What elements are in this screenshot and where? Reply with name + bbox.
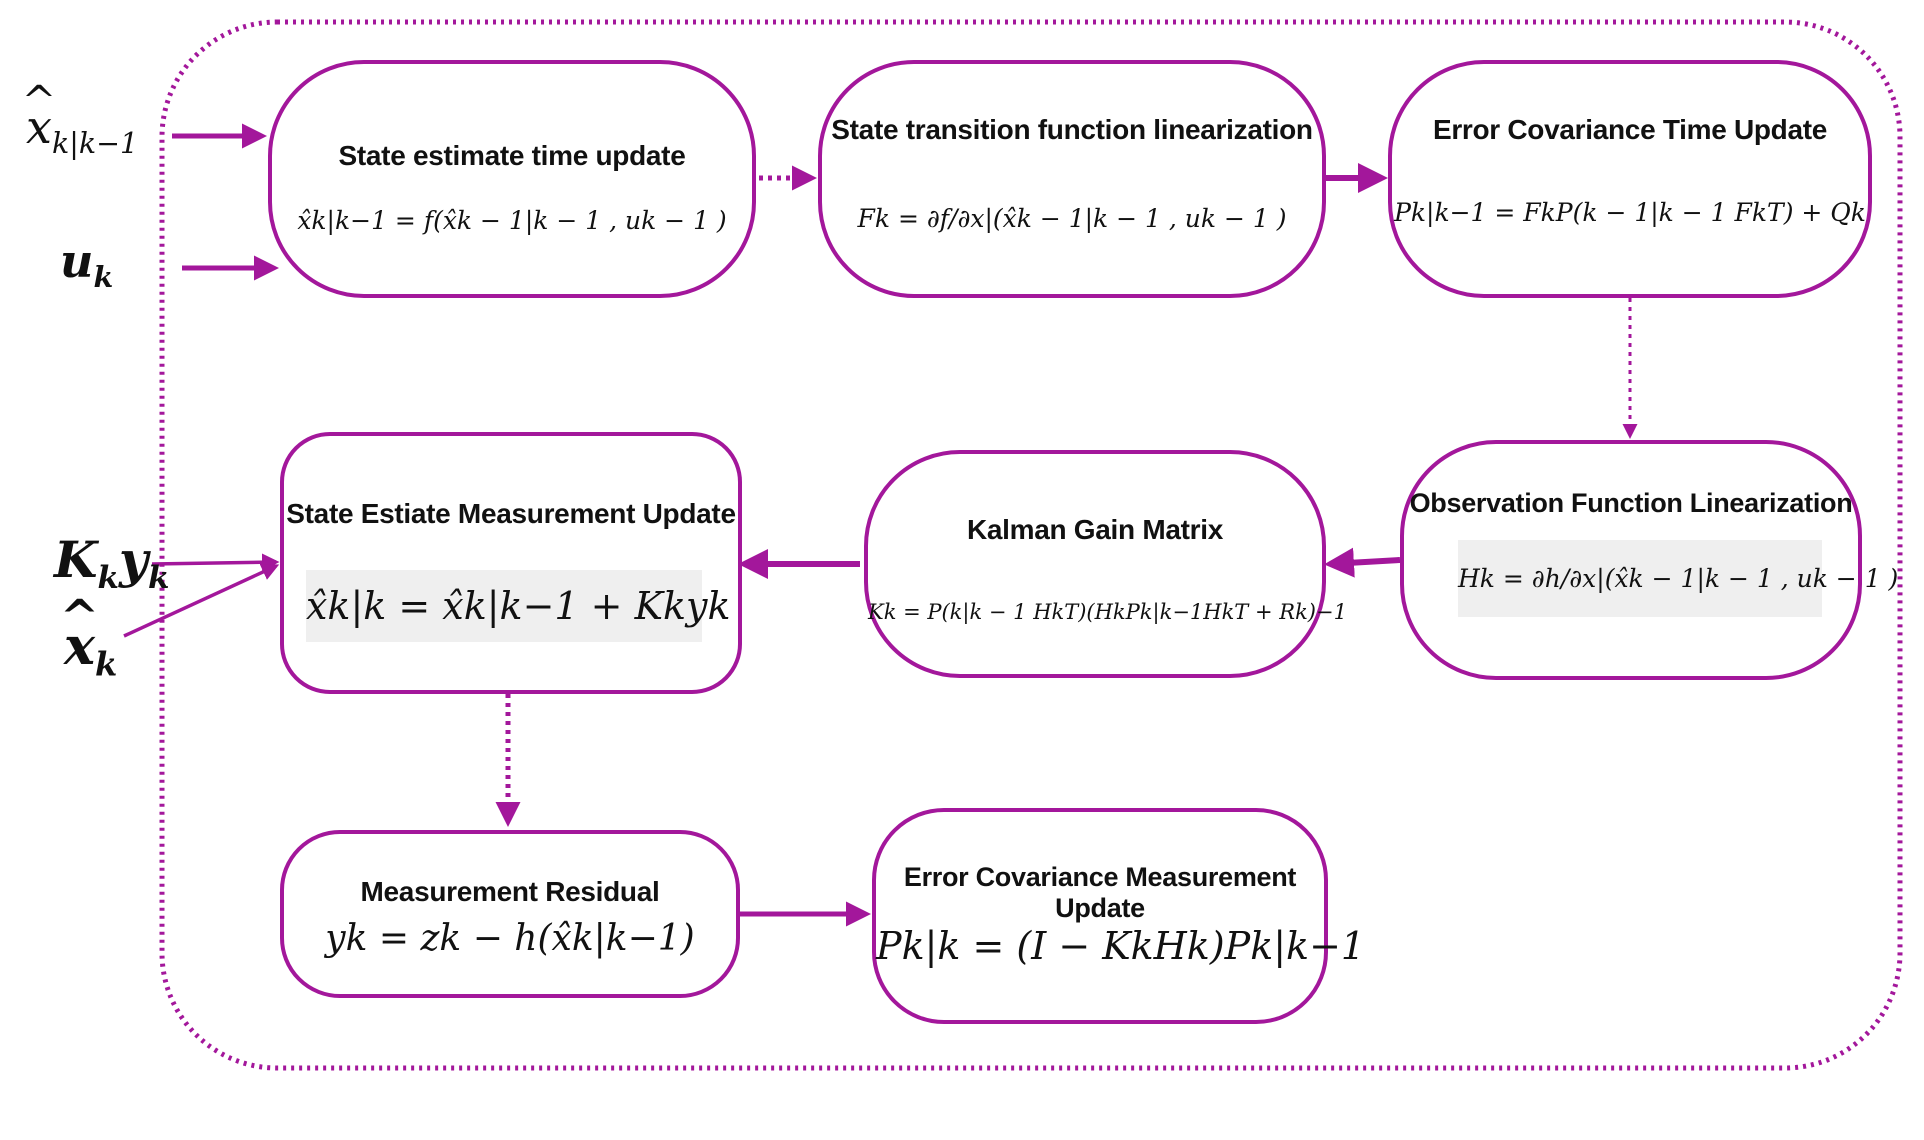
node-title: Kalman Gain Matrix [966, 514, 1223, 545]
node-formula: Pk|k−1 = FkP(k − 1|k − 1 FkT) + Qk [1394, 198, 1866, 227]
node-title: State estimate time update [338, 140, 686, 171]
node-state-transition-linearization: State transition function linearization … [818, 60, 1326, 298]
node-measurement-residual: Measurement Residual yk = zk − h(x̂k|k−1… [280, 830, 740, 998]
node-kalman-gain-matrix: Kalman Gain Matrix Kk = P(k|k − 1 HkT)(H… [864, 450, 1347, 678]
arrow-observation-to-kalman [1324, 547, 1401, 578]
node-error-covariance-measurement-update: Error Covariance Measurement Update Pk|k… [872, 808, 1366, 1024]
node-formula: Kk = P(k|k − 1 HkT)(HkPk|k−1HkT + Rk)−1 [868, 600, 1347, 624]
node-title: Error Covariance Measurement Update [903, 862, 1297, 923]
node-observation-function-linearization: Observation Function Linearization Hk = … [1400, 440, 1898, 680]
node-formula: yk = zk − h(x̂k|k−1) [325, 918, 695, 959]
node-error-covariance-time-update: Error Covariance Time Update Pk|k−1 = Fk… [1388, 60, 1872, 298]
node-title: Measurement Residual [360, 876, 660, 907]
arrow-xhat-to-state-update [123, 563, 280, 638]
node-title: Observation Function Linearization [1409, 488, 1853, 518]
node-formula: x̂k|k = x̂k|k−1 + Kkyk [306, 570, 731, 642]
node-formula: x̂k|k−1 = f(x̂k − 1|k − 1 , uk − 1 ) [297, 206, 727, 235]
input-x-prior: xk|k−1 [26, 100, 138, 160]
arrow-gain-residual-to-state-update [151, 553, 280, 571]
node-title: State transition function linearization [831, 114, 1313, 145]
node-formula: Fk = ∂f/∂x|(x̂k − 1|k − 1 , uk − 1 ) [857, 204, 1287, 233]
node-formula: Hk = ∂h/∂x|(x̂k − 1|k − 1 , uk − 1 ) [1458, 540, 1898, 617]
input-x-hat: xk [64, 616, 117, 683]
input-gain-residual: Kkyk [54, 530, 170, 596]
node-state-estimate-time-update: State estimate time update x̂k|k−1 = f(x… [268, 60, 756, 298]
node-formula: Pk|k = (I − KkHk)Pk|k−1 [876, 924, 1366, 968]
node-title: State Estiate Measurement Update [286, 498, 736, 529]
node-title: Error Covariance Time Update [1432, 114, 1828, 145]
outer-loop-boundary [159, 19, 1903, 1071]
input-u: uk [60, 234, 114, 295]
node-state-measurement-update: State Estiate Measurement Update x̂k|k =… [280, 432, 742, 694]
